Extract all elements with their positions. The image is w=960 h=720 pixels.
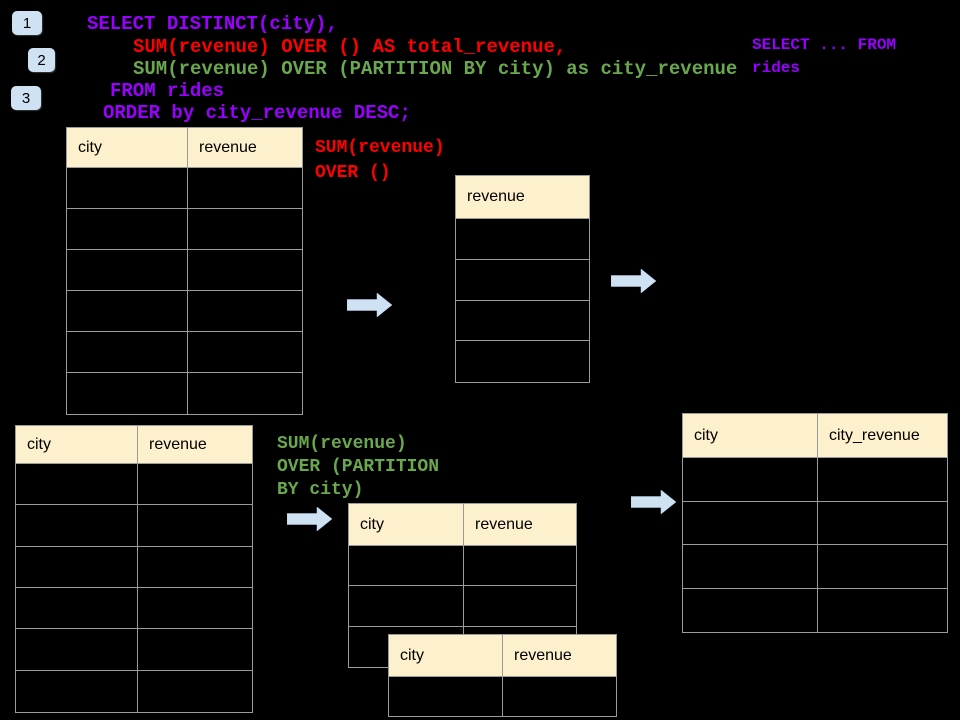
side-note-rides: rides [752,59,801,77]
step-badge-3: 3 [11,86,41,110]
column-header-revenue: revenue [138,426,252,464]
empty-cell [188,209,302,250]
table-source-top: city revenue [66,127,303,415]
empty-cell [683,588,818,632]
column-header-city: city [349,504,464,546]
column-header-city-revenue: city_revenue [818,414,947,458]
empty-cell [683,501,818,545]
table-city-revenue-result: city city_revenue [682,413,948,633]
column-header-revenue: revenue [503,635,616,677]
column-header-city: city [683,414,818,458]
empty-cell [138,546,252,588]
flow-arrow-icon [347,292,393,318]
empty-cell [138,670,252,712]
step-badge-2: 2 [28,48,55,72]
empty-cell [818,588,947,632]
column-header-revenue: revenue [456,176,589,219]
table-partition-step: city revenue [348,503,577,668]
empty-cell [67,332,188,373]
annotation-sum-over-total-line1: SUM(revenue) [315,138,445,158]
empty-cell [16,464,138,506]
column-header-revenue: revenue [188,128,302,168]
annotation-sum-over-partition-line2: OVER (PARTITION [277,457,440,477]
column-header-revenue: revenue [464,504,576,546]
sql-line-order-by: ORDER by city_revenue DESC; [103,102,411,124]
empty-cell [138,587,252,630]
empty-cell [188,250,302,291]
flow-arrow-icon [611,268,657,294]
empty-cell [683,545,818,589]
flow-arrow-icon [287,506,333,532]
annotation-sum-over-partition-line3: BY city) [277,480,364,500]
column-header-city: city [67,128,188,168]
sql-line-select: SELECT DISTINCT(city), [87,13,338,35]
empty-cell [16,587,138,630]
empty-cell [188,332,302,373]
empty-cell [818,458,947,502]
empty-cell [188,373,302,414]
empty-cell [456,259,589,301]
side-note-select-from: SELECT ... FROM [752,36,897,54]
empty-cell [67,373,188,414]
flow-arrow-icon [631,489,677,515]
empty-cell [16,546,138,588]
empty-cell [464,546,576,587]
column-header-city: city [389,635,503,677]
empty-cell [683,458,818,502]
empty-cell [349,546,464,587]
empty-cell [188,168,302,209]
table-partition-overlay: city revenue [388,634,617,717]
empty-cell [67,168,188,209]
empty-cell [16,629,138,671]
empty-cell [456,300,589,342]
empty-cell [138,505,252,547]
empty-cell [188,291,302,332]
empty-cell [503,677,616,716]
empty-cell [67,250,188,291]
empty-cell [456,341,589,382]
empty-cell [16,505,138,547]
empty-cell [389,677,503,716]
empty-cell [138,464,252,506]
empty-cell [16,670,138,712]
column-header-city: city [16,426,138,464]
step-badge-1: 1 [12,11,42,35]
annotation-sum-over-partition-line1: SUM(revenue) [277,434,407,454]
table-source-bottom: city revenue [15,425,253,713]
empty-cell [349,586,464,627]
empty-cell [818,501,947,545]
table-total-revenue-result: revenue [455,175,590,383]
sql-line-total-revenue: SUM(revenue) OVER () AS total_revenue, [133,36,567,58]
annotation-sum-over-total-line2: OVER () [315,163,391,183]
sql-line-from: FROM rides [110,80,225,102]
empty-cell [67,209,188,250]
empty-cell [138,629,252,671]
empty-cell [464,586,576,627]
sql-line-city-revenue: SUM(revenue) OVER (PARTITION BY city) as… [133,58,738,80]
empty-cell [67,291,188,332]
empty-cell [456,219,589,260]
empty-cell [818,545,947,589]
